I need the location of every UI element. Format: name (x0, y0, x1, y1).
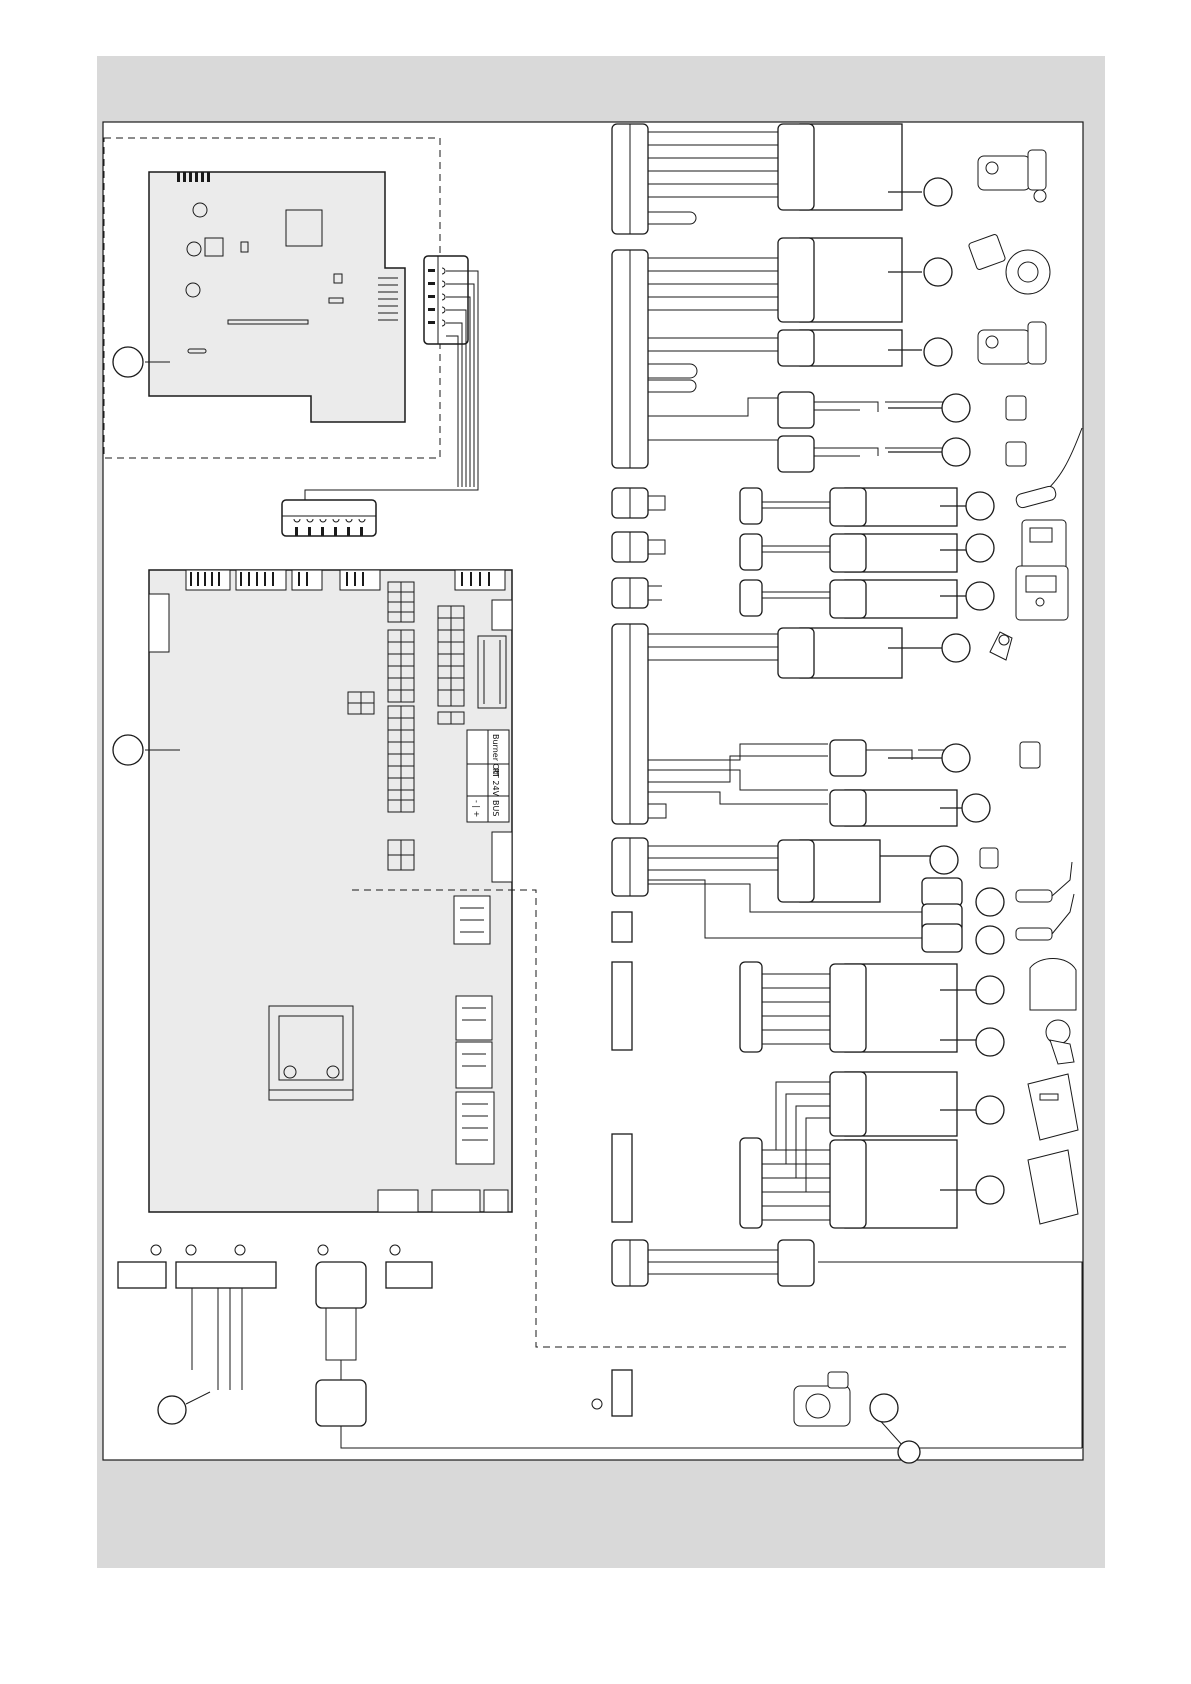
top-board-connector (424, 256, 468, 344)
flame-sensor-icon (980, 848, 998, 868)
room-controller-icon (1022, 520, 1066, 570)
label-box: Burner Off RT 24V BUS - | + (467, 730, 509, 822)
display-cover-icon (1030, 958, 1076, 1010)
label-rt-24v: RT 24V (491, 768, 500, 797)
main-board-left-header (149, 594, 169, 652)
ribbon-connector (282, 500, 376, 536)
main-board-side-header (492, 600, 512, 630)
control-board-top (149, 172, 405, 422)
main-board-bottom-headers (378, 1190, 508, 1212)
main-board-fuse-blocks (454, 896, 494, 1164)
label-bus: BUS (491, 800, 500, 816)
label-plus-minus: - | + (472, 800, 481, 817)
main-board-side-header (492, 832, 512, 882)
remote-controller-icon (1016, 566, 1068, 620)
